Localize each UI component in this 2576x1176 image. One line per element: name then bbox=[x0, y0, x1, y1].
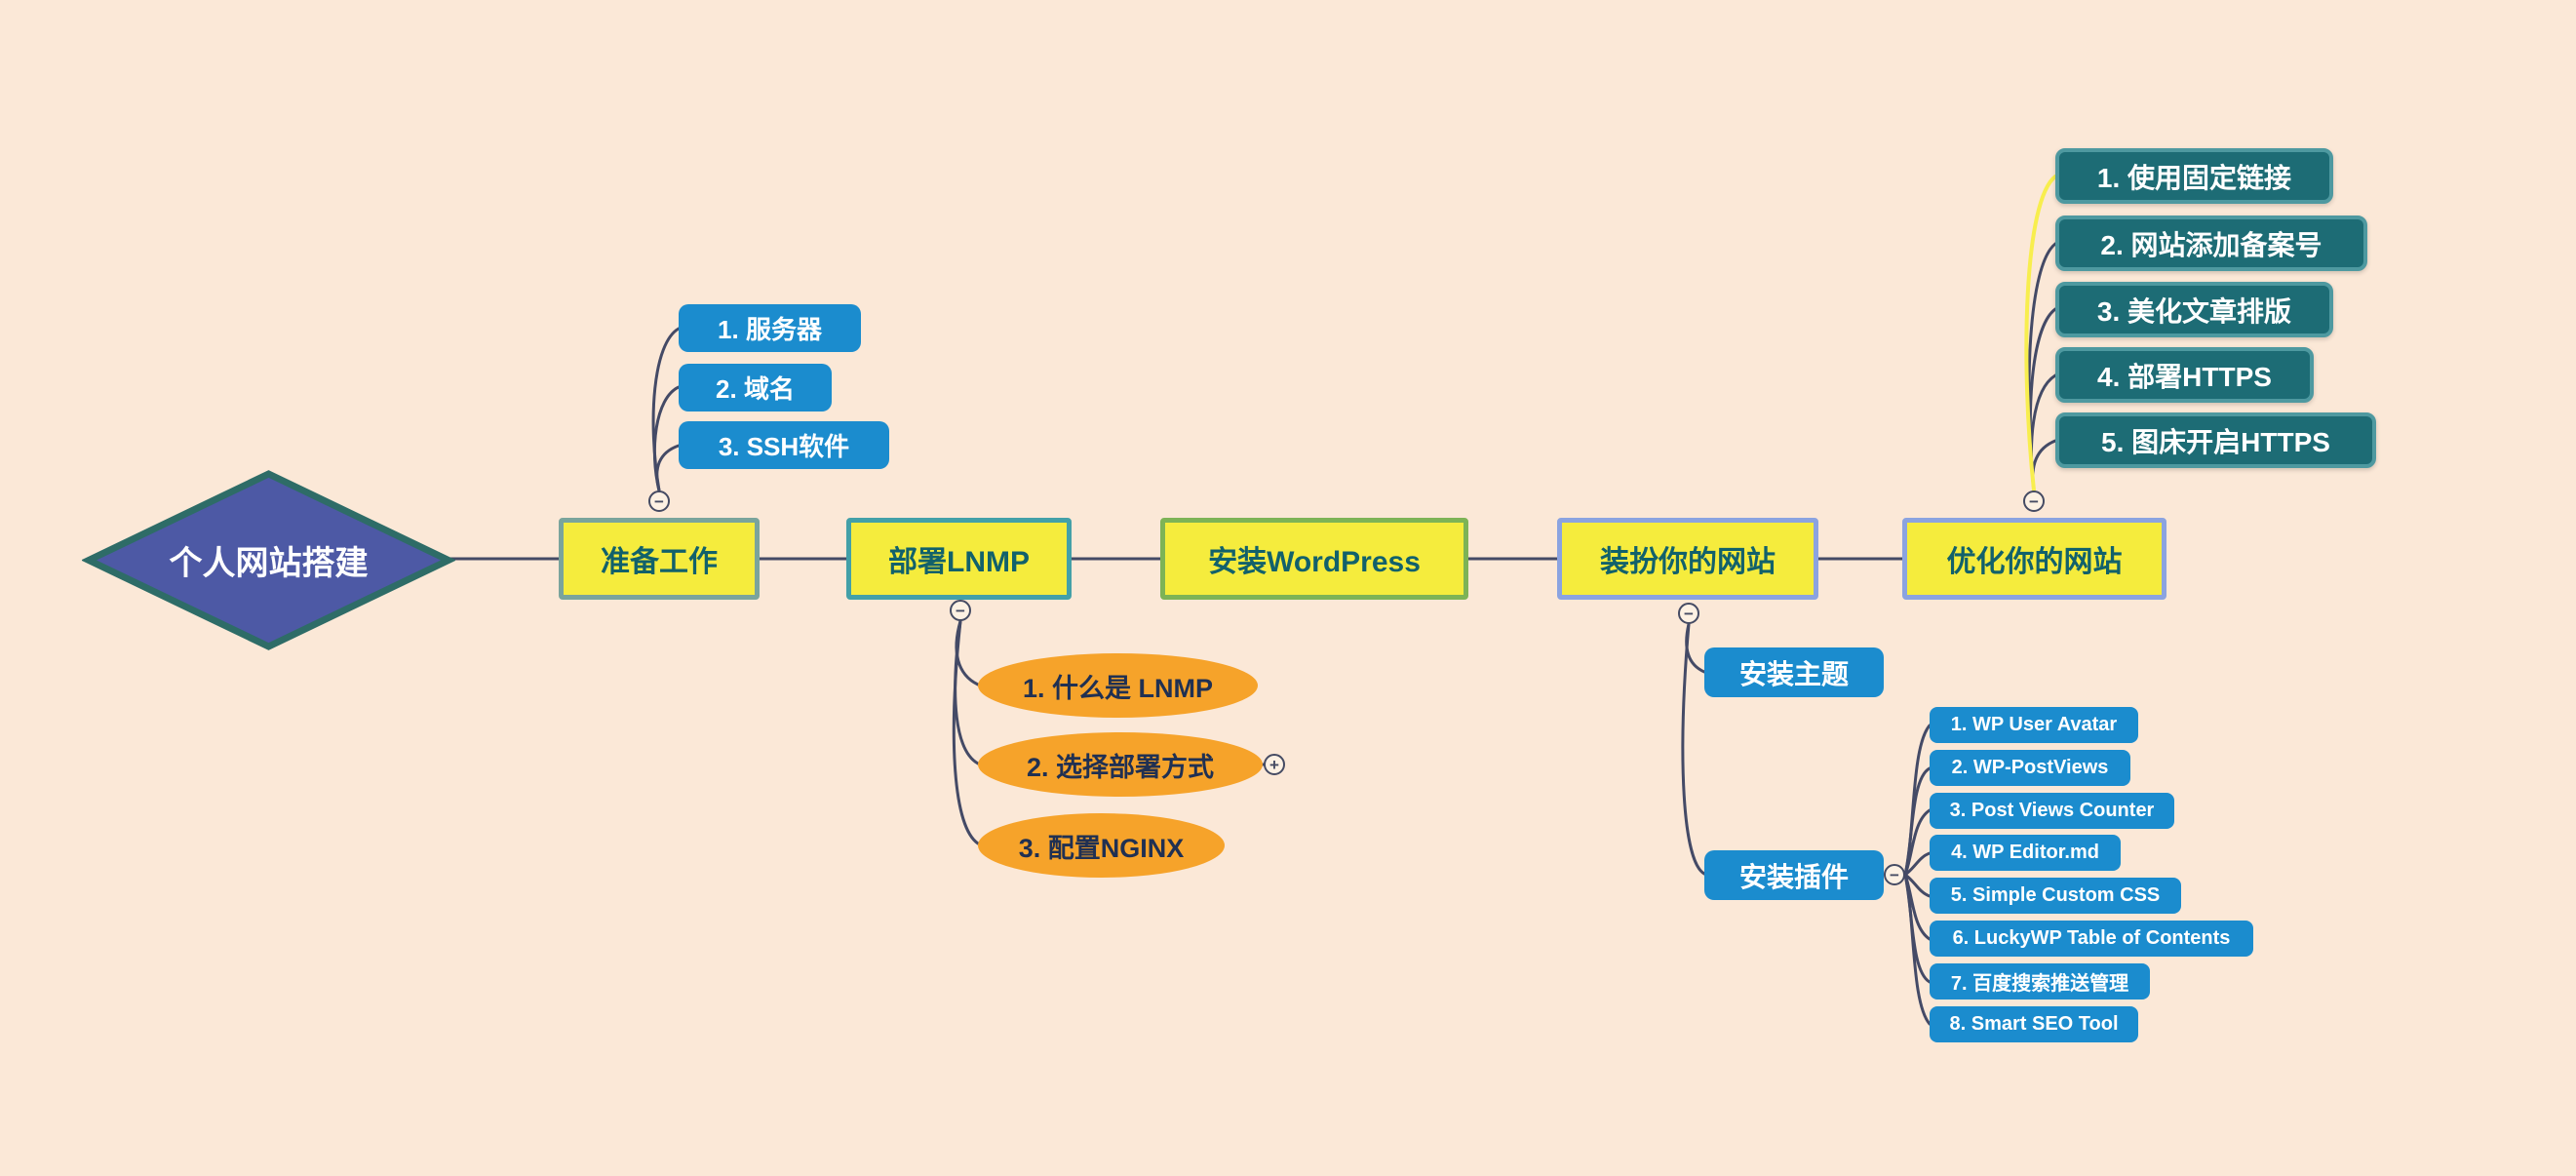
optimize-article-typesetting[interactable]: 3. 美化文章排版 bbox=[2055, 282, 2333, 337]
plugin-label: 5. Simple Custom CSS bbox=[1950, 884, 2161, 906]
plugin-label: 6. LuckyWP Table of Contents bbox=[1952, 927, 2231, 949]
plugin-wp-editor-md[interactable]: 4. WP Editor.md bbox=[1930, 835, 2121, 871]
plugin-label: 1. WP User Avatar bbox=[1950, 714, 2118, 735]
collapse-icon: − bbox=[1890, 865, 1899, 884]
highlighted-edge-path bbox=[2024, 175, 2057, 492]
plugin-wp-user-avatar[interactable]: 1. WP User Avatar bbox=[1930, 707, 2138, 743]
topic-label: 部署LNMP bbox=[888, 546, 1030, 578]
edge-path bbox=[2030, 373, 2057, 492]
subtopic-label: 2. 选择部署方式 bbox=[1026, 752, 1215, 782]
edge-path bbox=[1903, 873, 1932, 1026]
optimize-label: 3. 美化文章排版 bbox=[2096, 295, 2292, 327]
topic-deploy-lnmp[interactable]: 部署LNMP bbox=[846, 518, 1072, 600]
collapse-icon: − bbox=[654, 491, 664, 511]
optimize-label: 2. 网站添加备案号 bbox=[2100, 229, 2322, 260]
edge-path bbox=[1903, 808, 1932, 877]
subtopic-label: 2. 域名 bbox=[716, 374, 795, 404]
diamond-shape bbox=[82, 470, 455, 650]
collapse-button-lnmp[interactable]: − bbox=[950, 600, 971, 621]
subtopic-label: 安装主题 bbox=[1738, 658, 1849, 689]
edge-path bbox=[1903, 873, 1932, 898]
subtopic-deploy-method[interactable]: 2. 选择部署方式 bbox=[978, 732, 1263, 797]
collapse-icon: − bbox=[2029, 491, 2039, 511]
edge-path bbox=[952, 619, 980, 845]
topic-label: 装扮你的网站 bbox=[1600, 546, 1776, 578]
optimize-image-host-https[interactable]: 5. 图床开启HTTPS bbox=[2055, 412, 2376, 468]
subtopic-domain[interactable]: 2. 域名 bbox=[679, 364, 832, 412]
plugin-label: 2. WP-PostViews bbox=[1951, 757, 2109, 778]
edge-path bbox=[655, 444, 681, 492]
plugin-smart-seo-tool[interactable]: 8. Smart SEO Tool bbox=[1930, 1006, 2138, 1042]
topic-label: 优化你的网站 bbox=[1946, 546, 2123, 578]
edge-path bbox=[2031, 439, 2057, 492]
collapse-icon: − bbox=[1684, 604, 1694, 623]
expand-button-deploy-method[interactable]: + bbox=[1264, 754, 1285, 775]
subtopic-label: 1. 什么是 LNMP bbox=[1022, 673, 1213, 703]
subtopic-label: 1. 服务器 bbox=[718, 315, 822, 344]
collapse-button-prepare[interactable]: − bbox=[648, 490, 670, 512]
plugin-post-views-counter[interactable]: 3. Post Views Counter bbox=[1930, 793, 2174, 829]
subtopic-what-is-lnmp[interactable]: 1. 什么是 LNMP bbox=[978, 653, 1258, 718]
collapse-button-plugins[interactable]: − bbox=[1884, 864, 1905, 885]
subtopic-server[interactable]: 1. 服务器 bbox=[679, 304, 861, 352]
plugin-wp-postviews[interactable]: 2. WP-PostViews bbox=[1930, 750, 2130, 786]
edge-path bbox=[1903, 851, 1932, 877]
plugin-label: 3. Post Views Counter bbox=[1949, 800, 2155, 821]
optimize-label: 1. 使用固定链接 bbox=[2096, 162, 2292, 193]
subtopic-label: 安装插件 bbox=[1738, 861, 1849, 892]
collapse-button-decorate[interactable]: − bbox=[1678, 603, 1699, 624]
topic-decorate-site[interactable]: 装扮你的网站 bbox=[1557, 518, 1818, 600]
optimize-icp-number[interactable]: 2. 网站添加备案号 bbox=[2055, 216, 2367, 271]
optimize-permalink[interactable]: 1. 使用固定链接 bbox=[2055, 148, 2333, 204]
topic-label: 安装WordPress bbox=[1208, 546, 1421, 578]
subtopic-ssh-software[interactable]: 3. SSH软件 bbox=[679, 421, 889, 469]
topic-optimize-site[interactable]: 优化你的网站 bbox=[1902, 518, 2166, 600]
plugin-baidu-push[interactable]: 7. 百度搜索推送管理 bbox=[1930, 963, 2150, 1000]
topic-install-wordpress[interactable]: 安装WordPress bbox=[1160, 518, 1468, 600]
plugin-label: 7. 百度搜索推送管理 bbox=[1950, 973, 2129, 995]
optimize-label: 4. 部署HTTPS bbox=[2097, 361, 2272, 392]
subtopic-label: 3. 配置NGINX bbox=[1018, 833, 1185, 863]
plugin-simple-custom-css[interactable]: 5. Simple Custom CSS bbox=[1930, 878, 2181, 914]
root-node[interactable]: 个人网站搭建 bbox=[82, 468, 455, 652]
optimize-label: 5. 图床开启HTTPS bbox=[2101, 426, 2330, 457]
optimize-deploy-https[interactable]: 4. 部署HTTPS bbox=[2055, 347, 2314, 403]
topic-prepare[interactable]: 准备工作 bbox=[559, 518, 760, 600]
collapse-button-optimize[interactable]: − bbox=[2023, 490, 2045, 512]
plugin-label: 4. WP Editor.md bbox=[1951, 842, 2099, 863]
subtopic-configure-nginx[interactable]: 3. 配置NGINX bbox=[978, 813, 1225, 878]
plugin-luckywp-toc[interactable]: 6. LuckyWP Table of Contents bbox=[1930, 921, 2253, 957]
root-label: 个人网站搭建 bbox=[169, 545, 369, 582]
plugin-label: 8. Smart SEO Tool bbox=[1949, 1013, 2119, 1035]
topic-label: 准备工作 bbox=[601, 546, 718, 578]
expand-icon: + bbox=[1269, 755, 1279, 774]
collapse-icon: − bbox=[956, 601, 965, 620]
subtopic-install-plugins[interactable]: 安装插件 bbox=[1704, 850, 1884, 900]
edge-path bbox=[1681, 622, 1706, 876]
subtopic-install-theme[interactable]: 安装主题 bbox=[1704, 647, 1884, 697]
subtopic-label: 3. SSH软件 bbox=[718, 432, 850, 461]
